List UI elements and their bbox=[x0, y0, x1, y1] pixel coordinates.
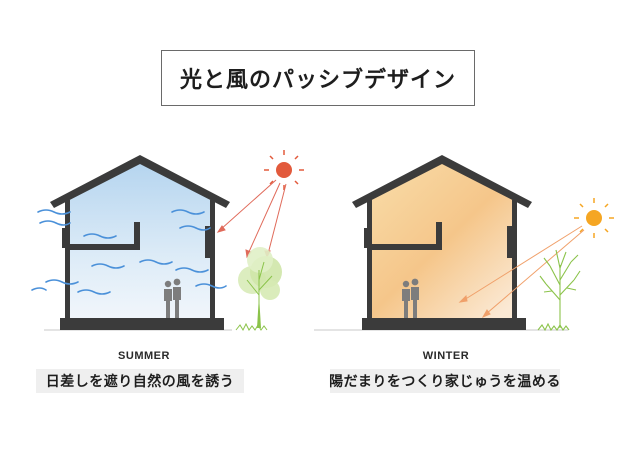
summer-caption: 日差しを遮り自然の風を誘う bbox=[36, 369, 244, 393]
summer-sun-icon bbox=[264, 150, 304, 190]
page-title: 光と風のパッシブデザイン bbox=[179, 68, 456, 93]
winter-foundation bbox=[362, 318, 526, 330]
winter-right-wall bbox=[512, 200, 517, 318]
winter-people-icon bbox=[402, 278, 419, 318]
summer-right-wall bbox=[210, 200, 215, 318]
summer-sun-rays bbox=[216, 179, 287, 259]
summer-foundation bbox=[60, 318, 224, 330]
summer-balcony-slab bbox=[68, 244, 140, 250]
winter-balcony-slab bbox=[370, 244, 442, 250]
summer-label: SUMMER bbox=[118, 350, 170, 362]
winter-house bbox=[314, 155, 614, 332]
summer-house bbox=[31, 150, 304, 332]
title-box: 光と風のパッシブデザイン bbox=[161, 50, 475, 106]
winter-sun-rays bbox=[458, 225, 585, 319]
summer-tree-icon bbox=[235, 247, 282, 332]
winter-balcony-rail bbox=[436, 222, 442, 248]
summer-balcony-rail bbox=[134, 222, 140, 248]
winter-sun-icon bbox=[574, 198, 614, 238]
winter-tree-icon bbox=[537, 249, 581, 332]
summer-left-wall bbox=[65, 200, 70, 318]
wind-icon bbox=[31, 209, 227, 295]
winter-label: WINTER bbox=[422, 350, 470, 362]
summer-window-shade bbox=[205, 226, 215, 258]
winter-left-wall bbox=[367, 200, 372, 318]
winter-window-shade bbox=[507, 226, 517, 258]
winter-caption: 陽だまりをつくり家じゅうを温める bbox=[329, 369, 560, 393]
summer-people-icon bbox=[164, 278, 181, 318]
